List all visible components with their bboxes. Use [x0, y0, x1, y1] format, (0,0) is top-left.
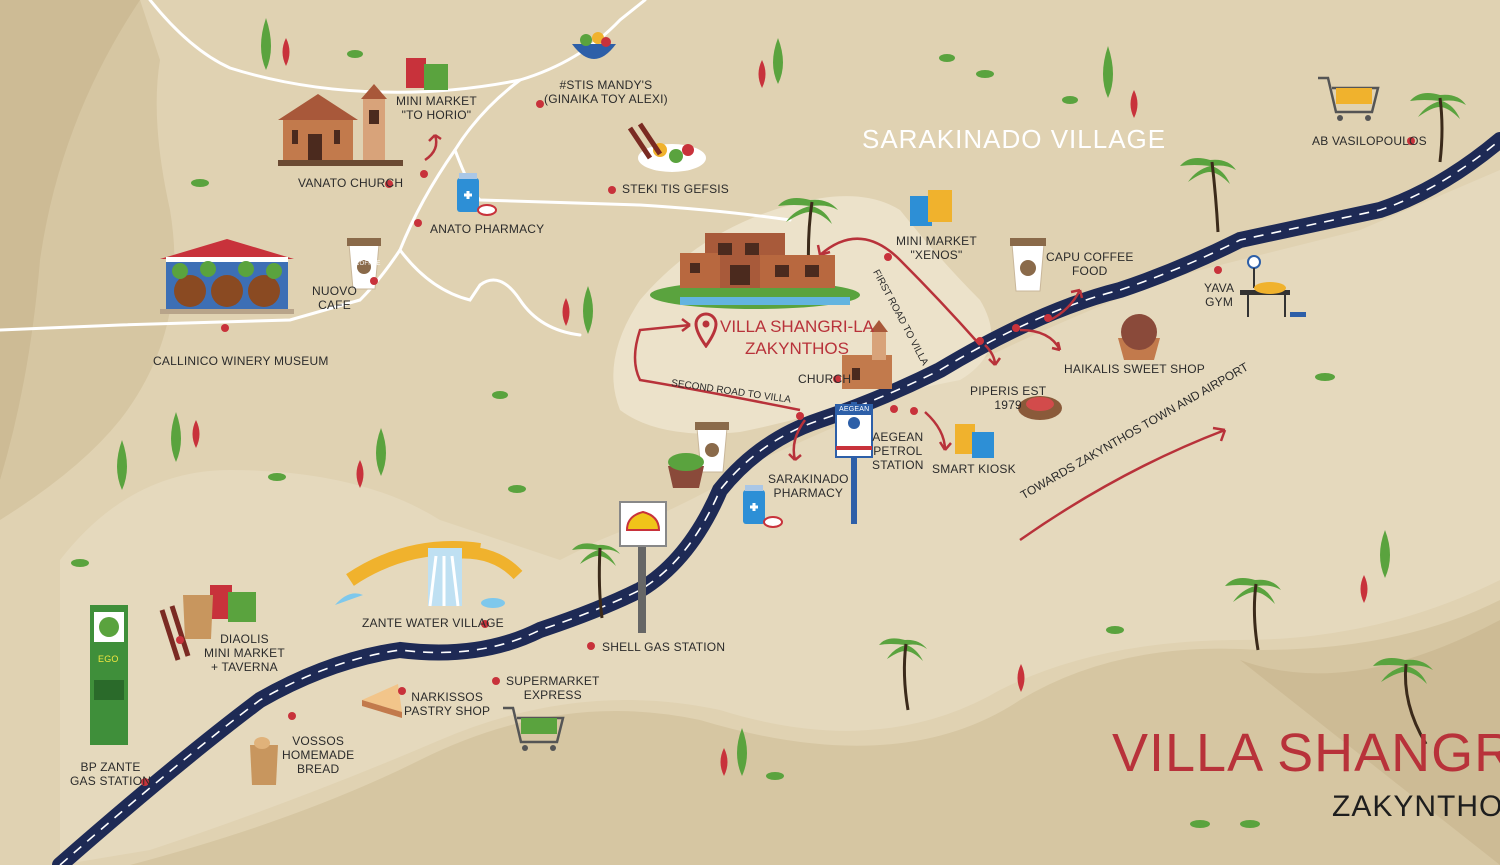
label-vanato-church[interactable]: VANATO CHURCH: [298, 176, 404, 190]
pastry-icon: [362, 684, 402, 718]
map-subtitle: ZAKYNTHOS: [1332, 790, 1500, 823]
terrain-left: [0, 0, 140, 480]
route-arrows: [424, 133, 1227, 542]
food-bowl-icon: [572, 32, 616, 59]
label-stis-mandys[interactable]: #STIS MANDY'S (GINAIKA TOY ALEXI): [544, 78, 668, 106]
marker-vossos[interactable]: [288, 712, 296, 720]
marker-yava[interactable]: [1214, 266, 1222, 274]
marker-sarakinado-pharmacy[interactable]: [796, 412, 804, 420]
marker-mini-market-horio[interactable]: [420, 170, 428, 178]
label-vossos[interactable]: VOSSOS HOMEMADE BREAD: [282, 734, 355, 776]
marker-haikalis[interactable]: [1012, 324, 1020, 332]
marker-vanato-church[interactable]: [385, 180, 393, 188]
marker-narkissos[interactable]: [398, 687, 406, 695]
red-tree-icon: [192, 38, 1368, 776]
label-shell[interactable]: SHELL GAS STATION: [602, 640, 726, 654]
label-church[interactable]: CHURCH: [798, 372, 852, 386]
church-building-icon: [278, 84, 403, 166]
meat-icon: [1018, 396, 1062, 420]
label-callinico[interactable]: CALLINICO WINERY MUSEUM: [153, 354, 329, 368]
bp-station-icon: [90, 605, 128, 745]
shopping-bag-icon: [210, 58, 994, 622]
marker-steki[interactable]: [608, 186, 616, 194]
cypress-tree-icon: [117, 18, 1390, 776]
label-zante-water[interactable]: ZANTE WATER VILLAGE: [362, 616, 504, 630]
label-steki[interactable]: STEKI TIS GEFSIS: [622, 182, 730, 196]
marker-callinico[interactable]: [221, 324, 229, 332]
marker-stis-mandys[interactable]: [536, 100, 544, 108]
map-pin-icon: [694, 312, 718, 348]
marker-church[interactable]: [833, 375, 841, 383]
marker-shell[interactable]: [587, 642, 595, 650]
label-diaolis[interactable]: DIAOLIS MINI MARKET + TAVERNA: [204, 632, 285, 674]
marker-aegean[interactable]: [890, 405, 898, 413]
marker-capu[interactable]: [1044, 314, 1052, 322]
cupcake-icon: [668, 314, 1160, 488]
pharmacy-icon: [457, 173, 783, 528]
marker-smart-kiosk[interactable]: [910, 407, 918, 415]
label-supermarket-express[interactable]: SUPERMARKET EXPRESS: [506, 674, 600, 702]
villa-region: ZAKYNTHOS: [745, 339, 849, 358]
label-bp[interactable]: BP ZANTE GAS STATION: [70, 760, 152, 788]
villa-location-label[interactable]: VILLA SHANGRI-LA ZAKYNTHOS: [720, 316, 874, 360]
label-haikalis[interactable]: HAIKALIS SWEET SHOP: [1064, 362, 1205, 376]
label-aegean[interactable]: AEGEAN PETROL STATION: [872, 430, 924, 472]
villa-name: VILLA SHANGRI-LA: [720, 317, 875, 336]
label-anato-pharmacy[interactable]: ANATO PHARMACY: [430, 222, 545, 236]
shopping-cart-icon: [503, 76, 1380, 751]
marker-diaolis[interactable]: [176, 636, 184, 644]
church-small-icon: [842, 320, 892, 389]
gym-icon: [1240, 255, 1306, 317]
label-ab[interactable]: AB VASILOPOULOS: [1312, 134, 1427, 148]
terrain-bottom-right: [1240, 620, 1500, 865]
water-park-icon: [335, 541, 523, 608]
marker-mini-market-xenos[interactable]: [884, 253, 892, 261]
label-capu[interactable]: CAPU COFFEE FOOD: [1046, 250, 1134, 278]
label-mini-market-horio[interactable]: MINI MARKET "TO HORIO": [396, 94, 477, 122]
village-label: SARAKINADO VILLAGE: [862, 124, 1167, 154]
palm-tree-icon: [572, 93, 1466, 745]
label-sarakinado-pharmacy[interactable]: SARAKINADO PHARMACY: [768, 472, 849, 500]
shell-sign-icon: [619, 501, 667, 633]
label-nuovo-cafe[interactable]: NUOVO CAFE: [312, 284, 358, 312]
map-title: VILLA SHANGRI-LA: [1112, 723, 1500, 783]
winery-building-icon: [160, 239, 294, 314]
villa-building-icon: [650, 233, 860, 309]
marker-anato-pharmacy[interactable]: [414, 219, 422, 227]
bread-icon: [183, 595, 278, 785]
label-piperis[interactable]: PIPERIS EST 1979: [970, 384, 1047, 412]
marker-ab[interactable]: [1407, 137, 1415, 145]
bp-sign-text: eGO: [98, 654, 119, 664]
label-smart-kiosk[interactable]: SMART KIOSK: [932, 462, 1016, 476]
label-mini-market-xenos[interactable]: MINI MARKET "XENOS": [896, 234, 977, 262]
coffee-cup-icon: [347, 238, 1046, 473]
aegean-sign-icon: [835, 402, 873, 524]
marker-nuovo-cafe[interactable]: [370, 277, 378, 285]
marker-piperis[interactable]: [976, 337, 984, 345]
marker-bp[interactable]: [141, 778, 149, 786]
label-narkissos[interactable]: NARKISSOS PASTRY SHOP: [404, 690, 491, 718]
aegean-sign-text: AEGEAN: [839, 406, 870, 413]
grass-tufts: [71, 50, 1335, 828]
marker-zante-water[interactable]: [481, 620, 489, 628]
coffee-cup-text: COFFEE: [355, 261, 381, 267]
marker-supermarket-express[interactable]: [492, 677, 500, 685]
label-yava[interactable]: YAVA GYM: [1204, 281, 1235, 309]
grill-plate-icon: [159, 122, 706, 661]
highway: [52, 132, 1500, 865]
